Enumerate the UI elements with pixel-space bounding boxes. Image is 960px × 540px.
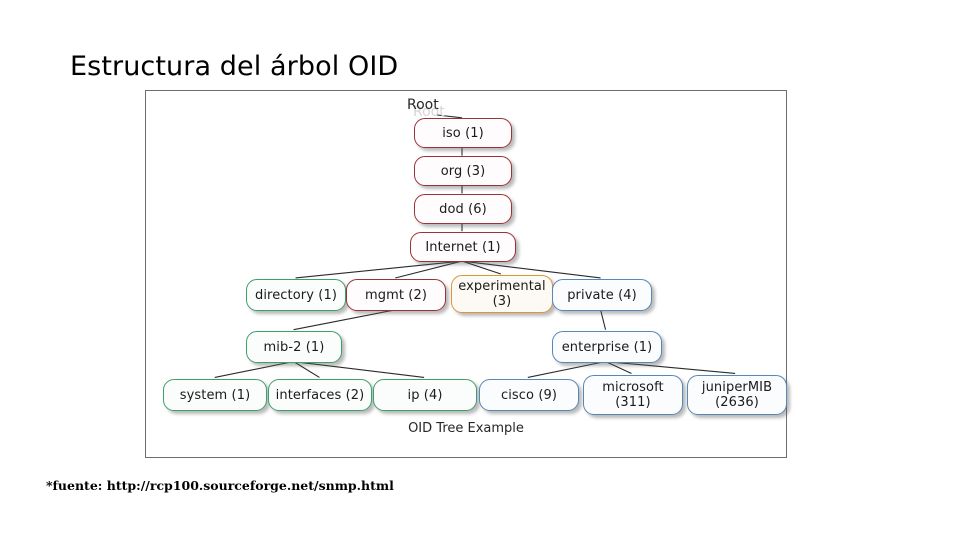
tree-node-enterprise: enterprise (1) bbox=[552, 331, 662, 363]
tree-node-mib2: mib-2 (1) bbox=[246, 331, 342, 363]
tree-node-label: cisco (9) bbox=[500, 387, 558, 403]
tree-node-ip: ip (4) bbox=[373, 379, 477, 411]
tree-node-interfaces: interfaces (2) bbox=[268, 379, 372, 411]
root-label: Root bbox=[407, 97, 439, 113]
tree-node-label: Internet (1) bbox=[425, 239, 501, 255]
tree-node-cisco: cisco (9) bbox=[479, 379, 579, 411]
tree-node-label: private (4) bbox=[567, 287, 637, 303]
tree-node-label: directory (1) bbox=[254, 287, 337, 303]
source-note: *fuente: http://rcp100.sourceforge.net/s… bbox=[46, 478, 394, 493]
tree-node-label: microsoft(311) bbox=[602, 380, 664, 410]
tree-node-label: dod (6) bbox=[439, 201, 487, 217]
tree-node-mgmt: mgmt (2) bbox=[346, 279, 446, 311]
tree-node-juniper: juniperMIB(2636) bbox=[687, 375, 787, 415]
tree-node-private: private (4) bbox=[552, 279, 652, 311]
page-title: Estructura del árbol OID bbox=[70, 51, 399, 83]
figure-frame: Root Root iso (1)org (3)dod (6)Internet … bbox=[145, 90, 787, 458]
tree-node-experimental: experimental(3) bbox=[451, 275, 553, 313]
tree-node-label: iso (1) bbox=[442, 125, 484, 141]
tree-node-label: mib-2 (1) bbox=[263, 339, 325, 355]
tree-node-label: system (1) bbox=[179, 387, 251, 403]
diagram-caption: OID Tree Example bbox=[408, 421, 524, 436]
tree-node-label: mgmt (2) bbox=[364, 287, 428, 303]
tree-node-microsoft: microsoft(311) bbox=[583, 375, 683, 415]
tree-node-iso: iso (1) bbox=[414, 118, 512, 148]
tree-node-label: juniperMIB(2636) bbox=[701, 380, 773, 410]
oid-tree-diagram: Root Root iso (1)org (3)dod (6)Internet … bbox=[146, 91, 787, 457]
tree-node-dod: dod (6) bbox=[414, 194, 512, 224]
tree-node-label: org (3) bbox=[440, 163, 486, 179]
tree-node-directory: directory (1) bbox=[246, 279, 346, 311]
tree-node-internet: Internet (1) bbox=[410, 232, 516, 262]
tree-node-label: interfaces (2) bbox=[275, 387, 365, 403]
tree-node-label: enterprise (1) bbox=[561, 339, 653, 355]
tree-node-label: ip (4) bbox=[407, 387, 443, 403]
tree-node-org: org (3) bbox=[414, 156, 512, 186]
tree-node-label: experimental(3) bbox=[458, 279, 546, 309]
tree-node-system: system (1) bbox=[163, 379, 267, 411]
